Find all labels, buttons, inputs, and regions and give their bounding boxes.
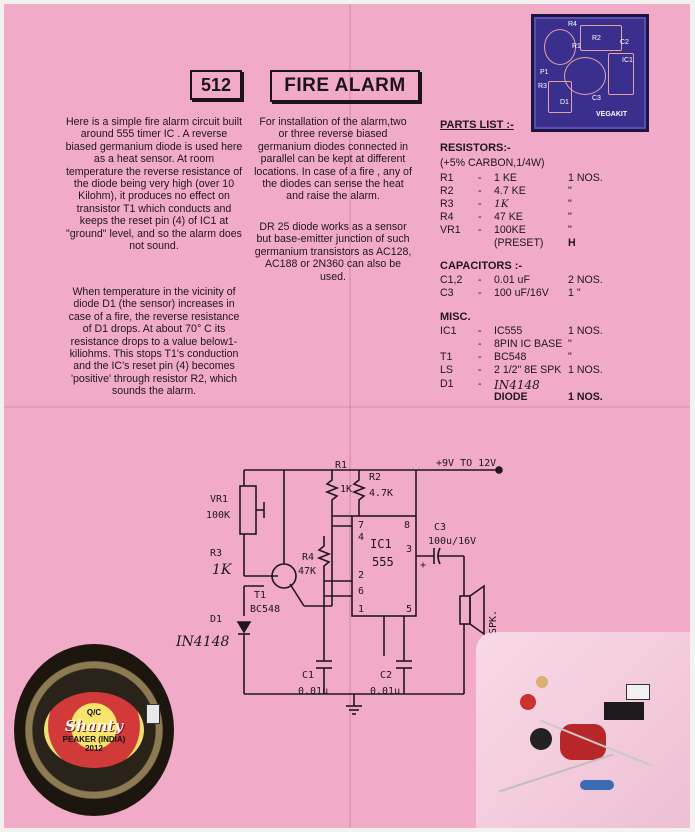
t1-value: BC548: [250, 604, 280, 615]
pin-6: 6: [358, 586, 364, 597]
pin-4: 4: [358, 532, 364, 543]
r1-label: R1: [335, 460, 347, 471]
t1-label: T1: [254, 590, 266, 601]
pin-7: 7: [358, 520, 364, 531]
r2-label: R2: [369, 472, 381, 483]
ic1-label: IC1: [370, 537, 392, 551]
c2-value: 0.01u: [370, 686, 400, 697]
speaker-label: SPK.: [488, 610, 499, 634]
resistors-heading: RESISTORS:-: [440, 142, 511, 154]
d1-label: D1: [210, 614, 222, 625]
pcb-brand: VEGAKIT: [596, 111, 628, 118]
d1-value: IN4148: [175, 634, 230, 650]
sensor-paragraph: DR 25 diode works as a sensor but base-e…: [254, 221, 412, 283]
r3-label: R3: [210, 548, 222, 559]
kit-code-box: 512: [190, 70, 242, 100]
misc-heading: MISC.: [440, 311, 471, 323]
speaker-image: Q/C Shanty PEAKER (INDIA) 2012: [14, 644, 174, 816]
pin-1: 1: [358, 604, 364, 615]
description-paragraph-1: Here is a simple fire alarm circuit buil…: [65, 116, 243, 253]
capacitors-heading: CAPACITORS :-: [440, 260, 523, 272]
pcb-board-image: R4 R2 C2 R1 P1 IC1 R3 D1 C3 VEGAKIT: [531, 14, 649, 132]
supply-label: +9V TO 12V: [436, 458, 496, 469]
r4-label: R4: [302, 552, 314, 563]
pin-2: 2: [358, 570, 364, 581]
parts-list-heading: PARTS LIST :-: [440, 119, 514, 131]
instruction-sheet: 512 FIRE ALARM Here is a simple fire ala…: [4, 4, 690, 828]
vr1-value: 100K: [206, 510, 230, 521]
resistors-note: (+5% CARBON,1/4W): [440, 157, 545, 169]
r3-value: 1K: [212, 562, 233, 578]
c2-label: C2: [380, 670, 392, 681]
circuit-schematic: +9V TO 12V R1 1K R2 4.7K VR1 100K R3 1K …: [175, 458, 503, 715]
speaker-brand: Shanty: [64, 716, 123, 735]
pin-5: 5: [406, 604, 412, 615]
r1-value: 1K: [340, 484, 352, 495]
speaker-label-badge: Q/C Shanty PEAKER (INDIA) 2012: [44, 692, 144, 768]
r2-value: 4.7K: [369, 488, 393, 499]
c1-value: 0.01u: [298, 686, 328, 697]
c3-label: C3: [434, 522, 446, 533]
fold-line-horizontal: [4, 406, 690, 408]
pin-3: 3: [406, 544, 412, 555]
vr1-label: VR1: [210, 494, 228, 505]
fold-line-vertical: [349, 4, 351, 828]
description-paragraph-2: When temperature in the vicinity of diod…: [68, 286, 240, 398]
c3-polarity: +: [420, 560, 426, 571]
components-bag-image: [476, 632, 690, 828]
page-title: FIRE ALARM: [270, 70, 420, 102]
c3-value: 100u/16V: [428, 536, 476, 547]
pin-8: 8: [404, 520, 410, 531]
ic1-value: 555: [372, 555, 394, 569]
installation-paragraph: For installation of the alarm,two or thr…: [254, 116, 412, 203]
r4-value: 47K: [298, 566, 316, 577]
c1-label: C1: [302, 670, 314, 681]
